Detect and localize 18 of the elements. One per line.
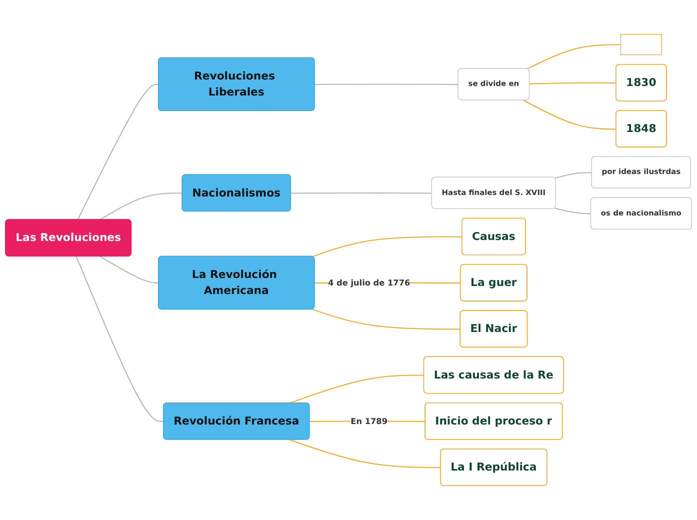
connector bbox=[526, 44, 621, 70]
edge-label: 4 de julio de 1776 bbox=[328, 278, 410, 288]
node-box bbox=[620, 34, 662, 56]
connector bbox=[291, 192, 432, 194]
connector bbox=[530, 82, 616, 84]
connector bbox=[77, 84, 159, 220]
connector bbox=[289, 439, 441, 468]
connector bbox=[312, 308, 460, 330]
connector bbox=[523, 100, 616, 130]
connector bbox=[554, 172, 592, 179]
edge-label: En 1789 bbox=[350, 416, 388, 426]
connector bbox=[76, 256, 164, 422]
connector bbox=[554, 208, 592, 214]
connector bbox=[100, 256, 159, 284]
connector bbox=[289, 374, 424, 404]
connector bbox=[100, 192, 182, 220]
connector bbox=[314, 84, 458, 85]
connector bbox=[312, 236, 462, 258]
